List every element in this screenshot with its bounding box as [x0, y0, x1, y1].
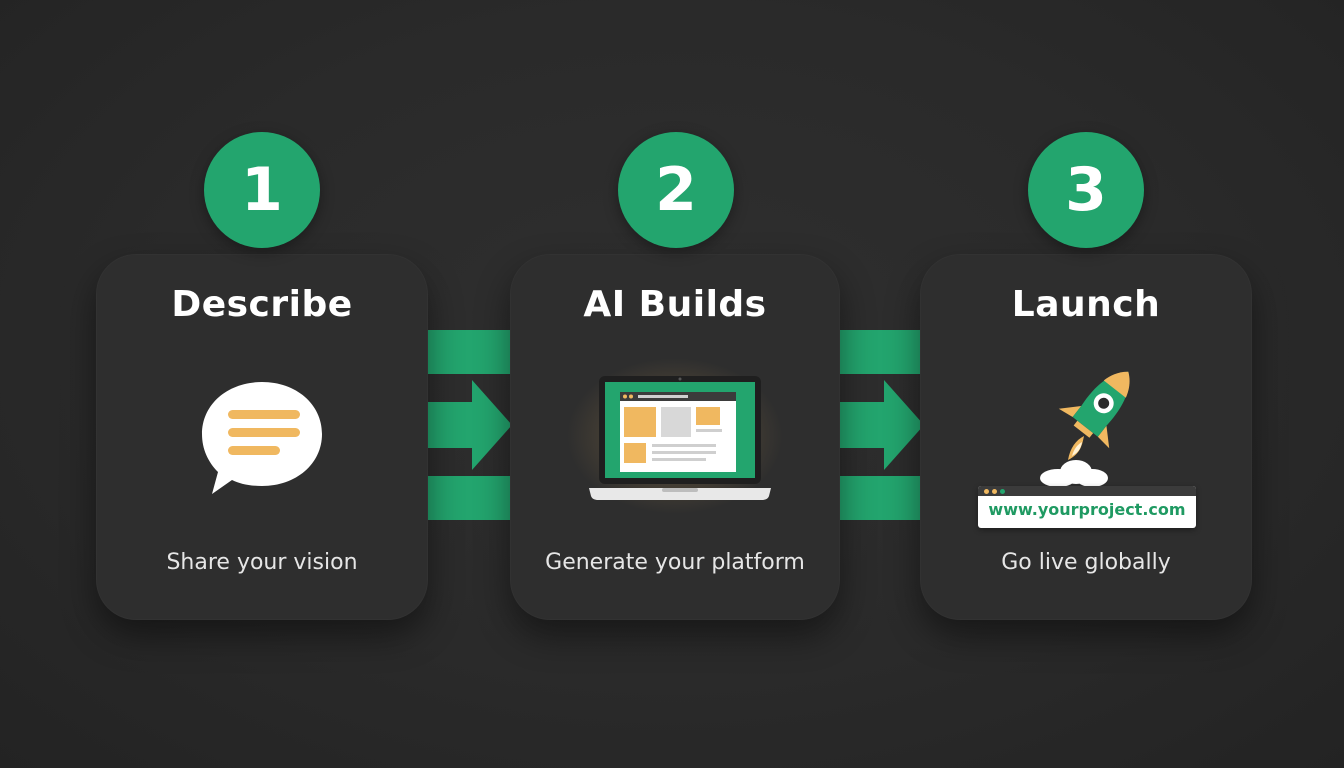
url-text: www.yourproject.com: [988, 500, 1186, 519]
step-2-badge: 2: [618, 132, 734, 248]
connector-bar-top: [426, 330, 512, 374]
step-card-launch: Launch: [920, 254, 1252, 620]
connector-bar-bottom: [838, 476, 924, 520]
step-subtitle: Generate your platform: [545, 550, 805, 575]
speech-bubble-icon: [202, 382, 322, 494]
arrow-right-icon: [838, 380, 924, 470]
step-title: Launch: [1011, 284, 1161, 325]
window-dot-icon: [984, 489, 989, 494]
step-card-ai-builds: AI Builds: [510, 254, 840, 620]
window-dot-icon: [992, 489, 997, 494]
step-3-badge: 3: [1028, 132, 1144, 248]
step-title: Describe: [171, 284, 353, 325]
step-subtitle: Go live globally: [1001, 550, 1171, 575]
connector-bar-bottom: [426, 476, 512, 520]
url-bar: www.yourproject.com: [978, 486, 1196, 528]
arrow-right-icon: [426, 380, 512, 470]
window-dot-icon: [1000, 489, 1005, 494]
step-subtitle: Share your vision: [166, 550, 358, 575]
laptop-icon: [567, 358, 783, 514]
step-1-badge: 1: [204, 132, 320, 248]
step-title: AI Builds: [583, 284, 767, 325]
step-card-describe: Describe Share your vision: [96, 254, 428, 620]
rocket-icon: [1040, 371, 1130, 487]
url-bar-header: [978, 486, 1196, 496]
connector-1: [426, 330, 512, 520]
connector-bar-top: [838, 330, 924, 374]
connector-2: [838, 330, 924, 520]
